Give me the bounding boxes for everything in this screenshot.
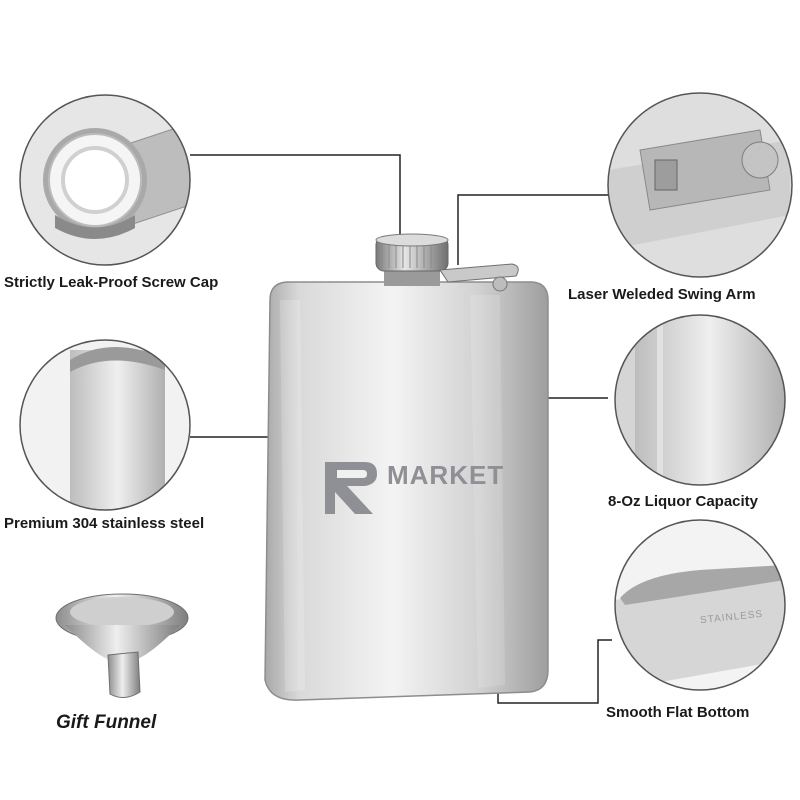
funnel-image <box>55 593 189 698</box>
label-capacity: 8-Oz Liquor Capacity <box>608 493 759 510</box>
label-swing-arm: Laser Weleded Swing Arm <box>568 286 756 303</box>
market-logo-icon <box>325 462 377 514</box>
flask-neck <box>384 268 440 286</box>
leader-line-screw-cap <box>190 154 401 240</box>
label-screw-cap: Strictly Leak-Proof Screw Cap <box>4 274 219 291</box>
label-bottom: Smooth Flat Bottom <box>606 704 750 721</box>
label-funnel: Gift Funnel <box>56 712 157 733</box>
flask <box>264 233 549 701</box>
swing-arm-detail-image <box>607 92 793 278</box>
screw-cap-detail-image <box>19 94 191 266</box>
brand-logo-text: MARKET <box>387 460 505 490</box>
flat-bottom-detail-image <box>614 519 786 691</box>
stainless-steel-detail-image <box>19 339 191 511</box>
leader-line-swing-arm <box>457 194 610 265</box>
swing-arm <box>439 263 519 283</box>
label-steel: Premium 304 stainless steel <box>4 515 205 532</box>
capacity-detail-image <box>614 314 786 486</box>
flask-body <box>264 281 549 701</box>
brand-logo: MARKET <box>323 460 504 491</box>
